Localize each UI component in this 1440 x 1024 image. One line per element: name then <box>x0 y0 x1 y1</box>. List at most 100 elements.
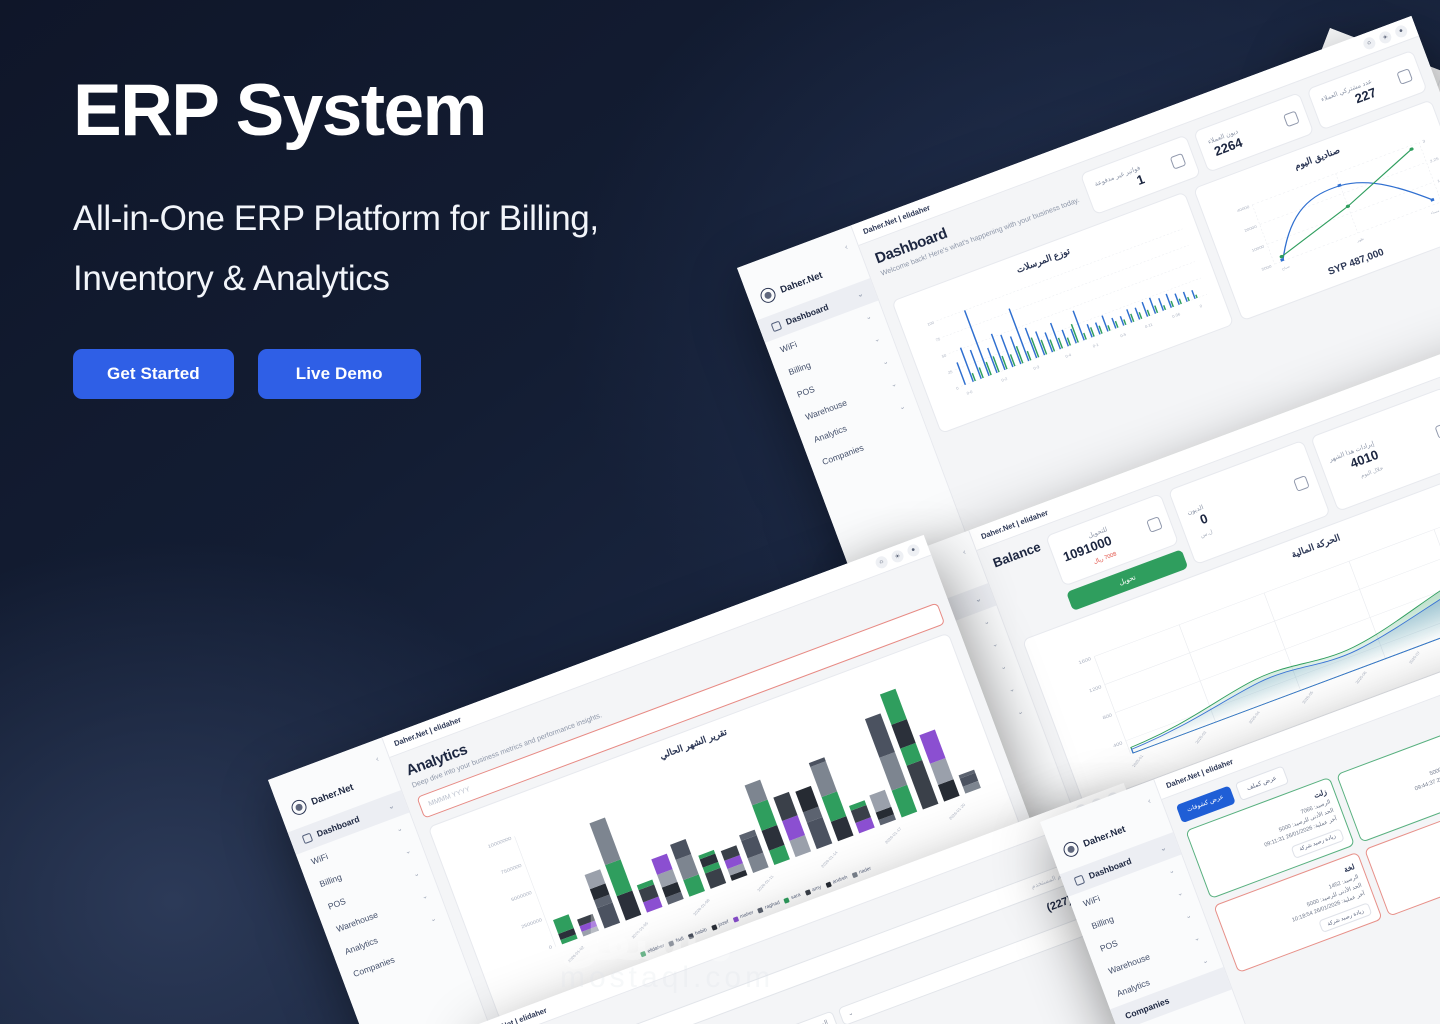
debt-icon <box>1292 474 1310 492</box>
user-icon[interactable]: ● <box>905 542 922 558</box>
svg-text:40000: 40000 <box>1236 204 1250 213</box>
invoice-icon <box>1169 152 1187 170</box>
chevron-down-icon: ⌄ <box>873 335 882 345</box>
screenshot-dashboard-main[interactable]: ‹ Daher.Net Dashboard⌄ WiFi⌄ Billing⌄ PO… <box>737 15 1440 709</box>
hero-actions: Get Started Live Demo <box>73 349 693 400</box>
hero-section: ERP System All-in-One ERP Platform for B… <box>73 70 693 400</box>
svg-text:0: 0 <box>548 945 553 951</box>
get-started-button[interactable]: Get Started <box>73 349 234 400</box>
svg-text:3: 3 <box>1422 139 1427 144</box>
svg-text:صباح: صباح <box>1281 264 1291 271</box>
chevron-down-icon: ⌄ <box>1007 685 1016 695</box>
svg-text:5000000: 5000000 <box>510 890 532 903</box>
svg-text:10000000: 10000000 <box>487 836 512 850</box>
chevron-down-icon: ⌄ <box>864 313 873 322</box>
chevron-down-icon: ⌄ <box>404 847 413 857</box>
svg-text:0-2: 0-2 <box>1001 376 1008 383</box>
chevron-down-icon: ⌄ <box>429 915 438 924</box>
svg-text:2026-01-20: 2026-01-20 <box>948 802 967 821</box>
svg-text:2026-01-17: 2026-01-17 <box>884 826 903 845</box>
revenue-icon <box>1434 421 1440 439</box>
chevron-down-icon: ⌄ <box>881 358 890 367</box>
hero-subtitle: All-in-One ERP Platform for Billing, Inv… <box>73 199 599 299</box>
sun-icon[interactable]: ☀ <box>1377 29 1393 45</box>
page-title: Balance <box>990 538 1043 571</box>
legend-item: sara <box>783 892 802 904</box>
logo-icon <box>1061 839 1081 860</box>
legend-item: amy <box>804 884 822 896</box>
svg-text:0-0: 0-0 <box>966 389 974 396</box>
chevron-down-icon: ⌄ <box>889 380 898 390</box>
chevron-down-icon: ⌄ <box>974 595 983 605</box>
chevron-down-icon: ⌄ <box>412 870 421 879</box>
chevron-down-icon: ⌄ <box>1159 844 1168 854</box>
legend-item: nader <box>851 866 872 879</box>
dashboard-icon <box>770 320 783 332</box>
svg-text:1200: 1200 <box>1089 685 1103 694</box>
svg-text:2025-03: 2025-03 <box>1194 730 1208 744</box>
svg-text:50: 50 <box>941 353 948 359</box>
svg-text:1600: 1600 <box>1078 657 1092 666</box>
svg-text:0-4: 0-4 <box>1065 352 1073 359</box>
chevron-down-icon: ⌄ <box>1176 889 1185 899</box>
chevron-down-icon: ⌄ <box>847 1010 855 1018</box>
live-demo-button[interactable]: Live Demo <box>257 349 421 400</box>
svg-text:ظهر: ظهر <box>1355 237 1364 244</box>
user-icon[interactable]: ● <box>1393 23 1409 39</box>
svg-text:20000: 20000 <box>1244 224 1258 233</box>
svg-text:2026-01-08: 2026-01-08 <box>692 897 711 916</box>
svg-text:2025-06: 2025-06 <box>1354 670 1368 684</box>
chevron-down-icon: ⌄ <box>991 640 1000 650</box>
svg-text:مساء: مساء <box>1430 208 1440 215</box>
svg-text:0-3: 0-3 <box>1033 364 1041 371</box>
legend-item: jozef <box>710 919 729 931</box>
legend-item: fadi <box>668 936 685 947</box>
chevron-down-icon: ⌄ <box>999 663 1008 672</box>
bell-icon[interactable]: ☼ <box>1361 35 1377 51</box>
svg-text:2025-05: 2025-05 <box>1301 690 1315 704</box>
svg-text:0: 0 <box>1199 303 1204 309</box>
svg-text:10000: 10000 <box>1251 244 1265 253</box>
chevron-down-icon: ⌄ <box>1192 934 1201 944</box>
sun-icon[interactable]: ☀ <box>889 548 906 564</box>
wallet-icon <box>1283 110 1300 127</box>
svg-text:2026-01-02: 2026-01-02 <box>566 944 585 963</box>
chevron-down-icon: ⌄ <box>1201 957 1210 966</box>
svg-text:75: 75 <box>935 336 942 342</box>
dashboard-icon <box>301 832 314 844</box>
svg-text:0-11: 0-11 <box>1144 322 1154 330</box>
bell-icon[interactable]: ☼ <box>873 554 890 570</box>
transfer-icon <box>1146 515 1164 533</box>
svg-text:2025-01: 2025-01 <box>1131 754 1145 768</box>
dashboard-icon <box>1073 874 1086 886</box>
svg-text:2026-01-14: 2026-01-14 <box>820 850 839 869</box>
svg-text:7500000: 7500000 <box>500 863 522 876</box>
panel-financial-flow: الحركة المالية <box>1022 424 1440 806</box>
chevron-down-icon: ⌄ <box>1167 867 1176 876</box>
chevron-down-icon: ⌄ <box>898 403 907 412</box>
svg-text:0-1: 0-1 <box>1092 342 1100 349</box>
svg-text:400: 400 <box>1113 741 1124 749</box>
chevron-down-icon: ⌄ <box>395 825 404 834</box>
screenshot-balance[interactable]: ‹ Daher.Net Dashboard⌄ WiFi⌄ Billing⌄ PO… <box>855 306 1440 1014</box>
chevron-down-icon: ⌄ <box>1184 912 1193 921</box>
svg-text:800: 800 <box>1102 713 1113 721</box>
svg-text:2026-01-11: 2026-01-11 <box>756 874 775 892</box>
chevron-down-icon: ⌄ <box>982 618 991 627</box>
svg-text:2026-01-05: 2026-01-05 <box>630 921 649 940</box>
screenshot-analytics[interactable]: ‹ Daher.Net Dashboard⌄ WiFi⌄ Billing⌄ PO… <box>268 534 1082 1024</box>
page-title: ERP System <box>73 70 487 151</box>
logo-icon <box>758 285 778 306</box>
svg-text:2.25: 2.25 <box>1429 156 1440 164</box>
chevron-down-icon: ⌄ <box>856 290 865 300</box>
chevron-down-icon: ⌄ <box>1016 708 1025 717</box>
users-icon <box>1396 67 1413 85</box>
svg-text:25: 25 <box>947 369 954 375</box>
svg-text:100: 100 <box>927 320 936 327</box>
svg-text:5000: 5000 <box>1261 264 1273 272</box>
